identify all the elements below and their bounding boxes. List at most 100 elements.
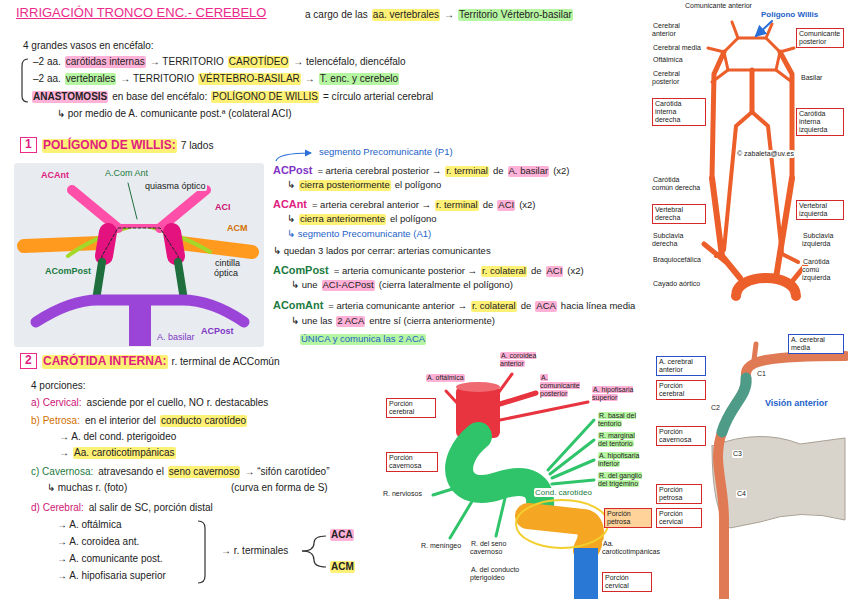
note-text: R. marginal del tentorio (598, 432, 635, 447)
text-line: ↳ segmento Precomunicante (A1) (286, 229, 432, 240)
note-text: ↳ une (290, 280, 319, 291)
note-text: b) Petrosa: (30, 415, 81, 427)
section-number-box: 2 (20, 353, 37, 369)
label-box: Porción petrosa (656, 484, 702, 504)
note-text: c) Cavernosa: (30, 466, 94, 478)
note-text: → (58, 447, 70, 459)
note-text: R. basal del tentorio (598, 412, 636, 427)
text-line: ACI (214, 202, 232, 212)
note-text: ACM (226, 223, 249, 233)
text-line: →Aa. caroticotimpánicas (58, 447, 176, 459)
text-line: Carótida común derecha (652, 176, 702, 192)
note-text: → A. coroidea ant. (56, 536, 140, 548)
text-line: C4 (736, 490, 747, 498)
note-text: Carótida común derecha (652, 176, 701, 191)
note-text: –2 aa. (32, 73, 62, 85)
text-line: d) Cerebral:al salir de SC, porción dist… (30, 502, 214, 514)
note-text: A.Com Ant (104, 168, 149, 178)
text-line: ÚNICA y comunica las 2 ACA (300, 334, 426, 345)
note-text: AComAnt (272, 299, 324, 312)
arterial-tree-illustration-part (704, 244, 726, 262)
note-text: Comunicante anterior (684, 2, 753, 10)
note-text: R. nerviosos (382, 490, 423, 498)
note-text: A. oftálmica (426, 374, 465, 382)
text-line: A. basilar (156, 332, 196, 342)
note-text: A. hipofisaria inferior (598, 452, 639, 467)
text-line: R. basal del tentorio (598, 412, 646, 428)
note-text: ACI (497, 200, 515, 211)
text-line: ACAnt= arteria cerebral anterior →r. ter… (272, 198, 537, 211)
arterial-tree-illustration (704, 21, 808, 296)
anterior-view-illustration-part (722, 378, 746, 432)
note-text: 7 lados (180, 140, 215, 152)
label-box: Porción cervical (602, 572, 652, 592)
note-text: conducto carotídeo (160, 415, 247, 427)
note-text: Carótida comú izquierda (802, 258, 831, 281)
note-text: AComPost (272, 264, 330, 277)
text-line: → A. del cond. pterigoideo (58, 431, 177, 443)
note-text: cierra posteriormente (299, 180, 391, 191)
branch-bracket-part (198, 521, 205, 583)
arterial-tree-illustration-part (750, 70, 755, 112)
note-text: d) Cerebral: (30, 502, 85, 514)
label-box: Porción cerebral (386, 398, 436, 418)
note-arrow (276, 153, 311, 161)
note-text: C2 (710, 404, 721, 412)
label-box: Vertebral derecha (652, 204, 706, 224)
note-text: A. basilar (508, 166, 550, 177)
text-line: Cerebral anterior (652, 22, 702, 38)
box-text: Vertebral derecha (655, 206, 703, 222)
box-text: Porción petrosa (607, 510, 649, 526)
note-text: Cerebral anterior (652, 22, 680, 37)
text-line: A. comunicante posterior (540, 374, 586, 398)
note-text: ↳ une las (290, 316, 333, 327)
note-text: Braquiocefálica (652, 256, 702, 264)
note-text: ACI (546, 266, 564, 277)
text-line: © zabaleta@uv.es (736, 150, 795, 158)
carotid-siphon-illustration-part (459, 436, 540, 506)
text-line: a cargo de lasaa. vertebrales→Territorio… (304, 9, 573, 21)
text-line: –2 aa.carótidas internas→ TERRITORIOCARO… (32, 56, 407, 68)
note-text: ↳ segmento Precomunicante (A1) (286, 229, 432, 240)
note-text: Cond. carotídeo (534, 488, 593, 497)
carotid-siphon-illustration-part (574, 548, 598, 599)
note-text: A. coroidea anterior (500, 352, 536, 367)
intro-bracket-part (22, 59, 28, 102)
label-box: Porción cerebral (656, 380, 706, 400)
text-line: Cerebral media (652, 44, 702, 52)
text-line: Carótida comú izquierda (802, 258, 842, 282)
text-line: (curva en forma de S) (230, 482, 329, 494)
note-text: seno cavernoso (168, 466, 241, 478)
note-text: = arteria comunicante posterior → (333, 266, 478, 277)
note-text: Basilar (800, 74, 823, 82)
text-line: → A. coroidea ant. (56, 536, 140, 548)
anterior-view-illustration-part (712, 436, 845, 528)
note-text: 2 ACA (336, 316, 365, 327)
note-text: r. colateral (481, 266, 527, 277)
note-text: Subclavia derecha (652, 232, 683, 247)
note-text: cierra anteriormente (299, 214, 386, 225)
note-text: Aa. caroticotimpánicas (602, 540, 661, 555)
note-text: → telencéfalo, diencéfalo (292, 56, 406, 68)
willis-diagram-part-part (129, 302, 151, 346)
note-text: r. terminal (435, 200, 479, 211)
text-line: R. meníngeo (420, 542, 462, 550)
note-text: (cierra lateralmente el polígono) (378, 280, 514, 291)
note-text: ÚNICA y comunica las 2 ACA (300, 334, 426, 345)
text-line: ACA (330, 529, 354, 541)
text-line: → r. terminales (220, 545, 289, 557)
text-line: AComAnt= arteria comunicante anterior →r… (272, 299, 636, 312)
text-line: ↳ une las2 ACAentre sí (cierra anteriorm… (290, 316, 496, 327)
text-line: R. marginal del tentorio (598, 432, 646, 448)
note-text: a) Cervical: (30, 397, 83, 409)
note-text: vertebrales (65, 73, 116, 85)
branch-bracket-part (302, 536, 326, 551)
note-text: ACPost (200, 326, 235, 336)
text-line: C3 (732, 450, 743, 458)
arterial-tree-illustration-part (736, 278, 796, 296)
label-box: A. cerebral media (788, 334, 844, 354)
note-text: R. del seno cavernoso (470, 540, 506, 555)
text-line: R. nerviosos (382, 490, 423, 498)
box-text: A. cerebral media (791, 336, 841, 352)
intro-bracket (22, 59, 28, 102)
